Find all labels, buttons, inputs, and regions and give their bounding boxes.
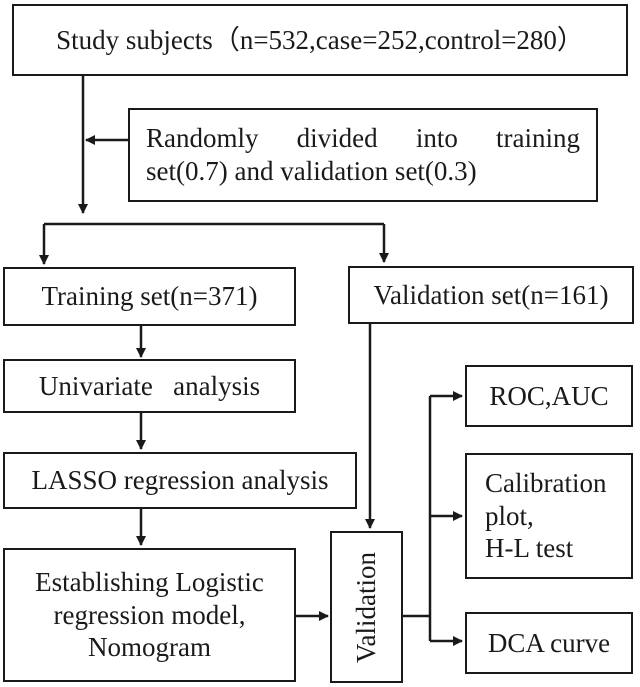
validation-set-text: Validation set(n=161) bbox=[373, 279, 609, 310]
study-subjects-box: Study subjects（n=532,case=252,control=28… bbox=[12, 4, 628, 76]
calibration-line1: Calibration bbox=[485, 467, 607, 498]
dca-text: DCA curve bbox=[487, 627, 611, 658]
random-split-line2: set(0.7) and validation set(0.3) bbox=[146, 156, 477, 186]
validation-text: Validation bbox=[351, 551, 382, 663]
validation-set-box: Validation set(n=161) bbox=[348, 266, 634, 324]
univariate-text: Univariate analysis bbox=[38, 370, 261, 401]
dca-box: DCA curve bbox=[465, 612, 633, 674]
lasso-text: LASSO regression analysis bbox=[31, 465, 329, 496]
training-set-text: Training set(n=371) bbox=[41, 281, 258, 312]
calibration-box: Calibration plot, H-L test bbox=[465, 453, 633, 579]
model-line1: Establishing Logistic bbox=[35, 566, 264, 597]
random-split-box: Randomly divided into training set(0.7) … bbox=[128, 108, 598, 202]
model-line2: regression model, bbox=[53, 599, 246, 630]
calibration-line3: H-L test bbox=[485, 533, 574, 564]
univariate-box: Univariate analysis bbox=[3, 359, 296, 413]
calibration-line2: plot, bbox=[485, 500, 534, 531]
model-line3: Nomogram bbox=[88, 632, 211, 663]
model-box: Establishing Logistic regression model, … bbox=[3, 548, 296, 682]
random-split-line1: Randomly divided into training bbox=[146, 123, 580, 154]
validation-box: Validation bbox=[330, 531, 403, 683]
study-subjects-text: Study subjects（n=532,case=252,control=28… bbox=[56, 24, 584, 55]
roc-auc-text: ROC,AUC bbox=[489, 380, 609, 411]
training-set-box: Training set(n=371) bbox=[3, 267, 296, 326]
lasso-box: LASSO regression analysis bbox=[3, 452, 357, 509]
roc-auc-box: ROC,AUC bbox=[465, 365, 633, 427]
